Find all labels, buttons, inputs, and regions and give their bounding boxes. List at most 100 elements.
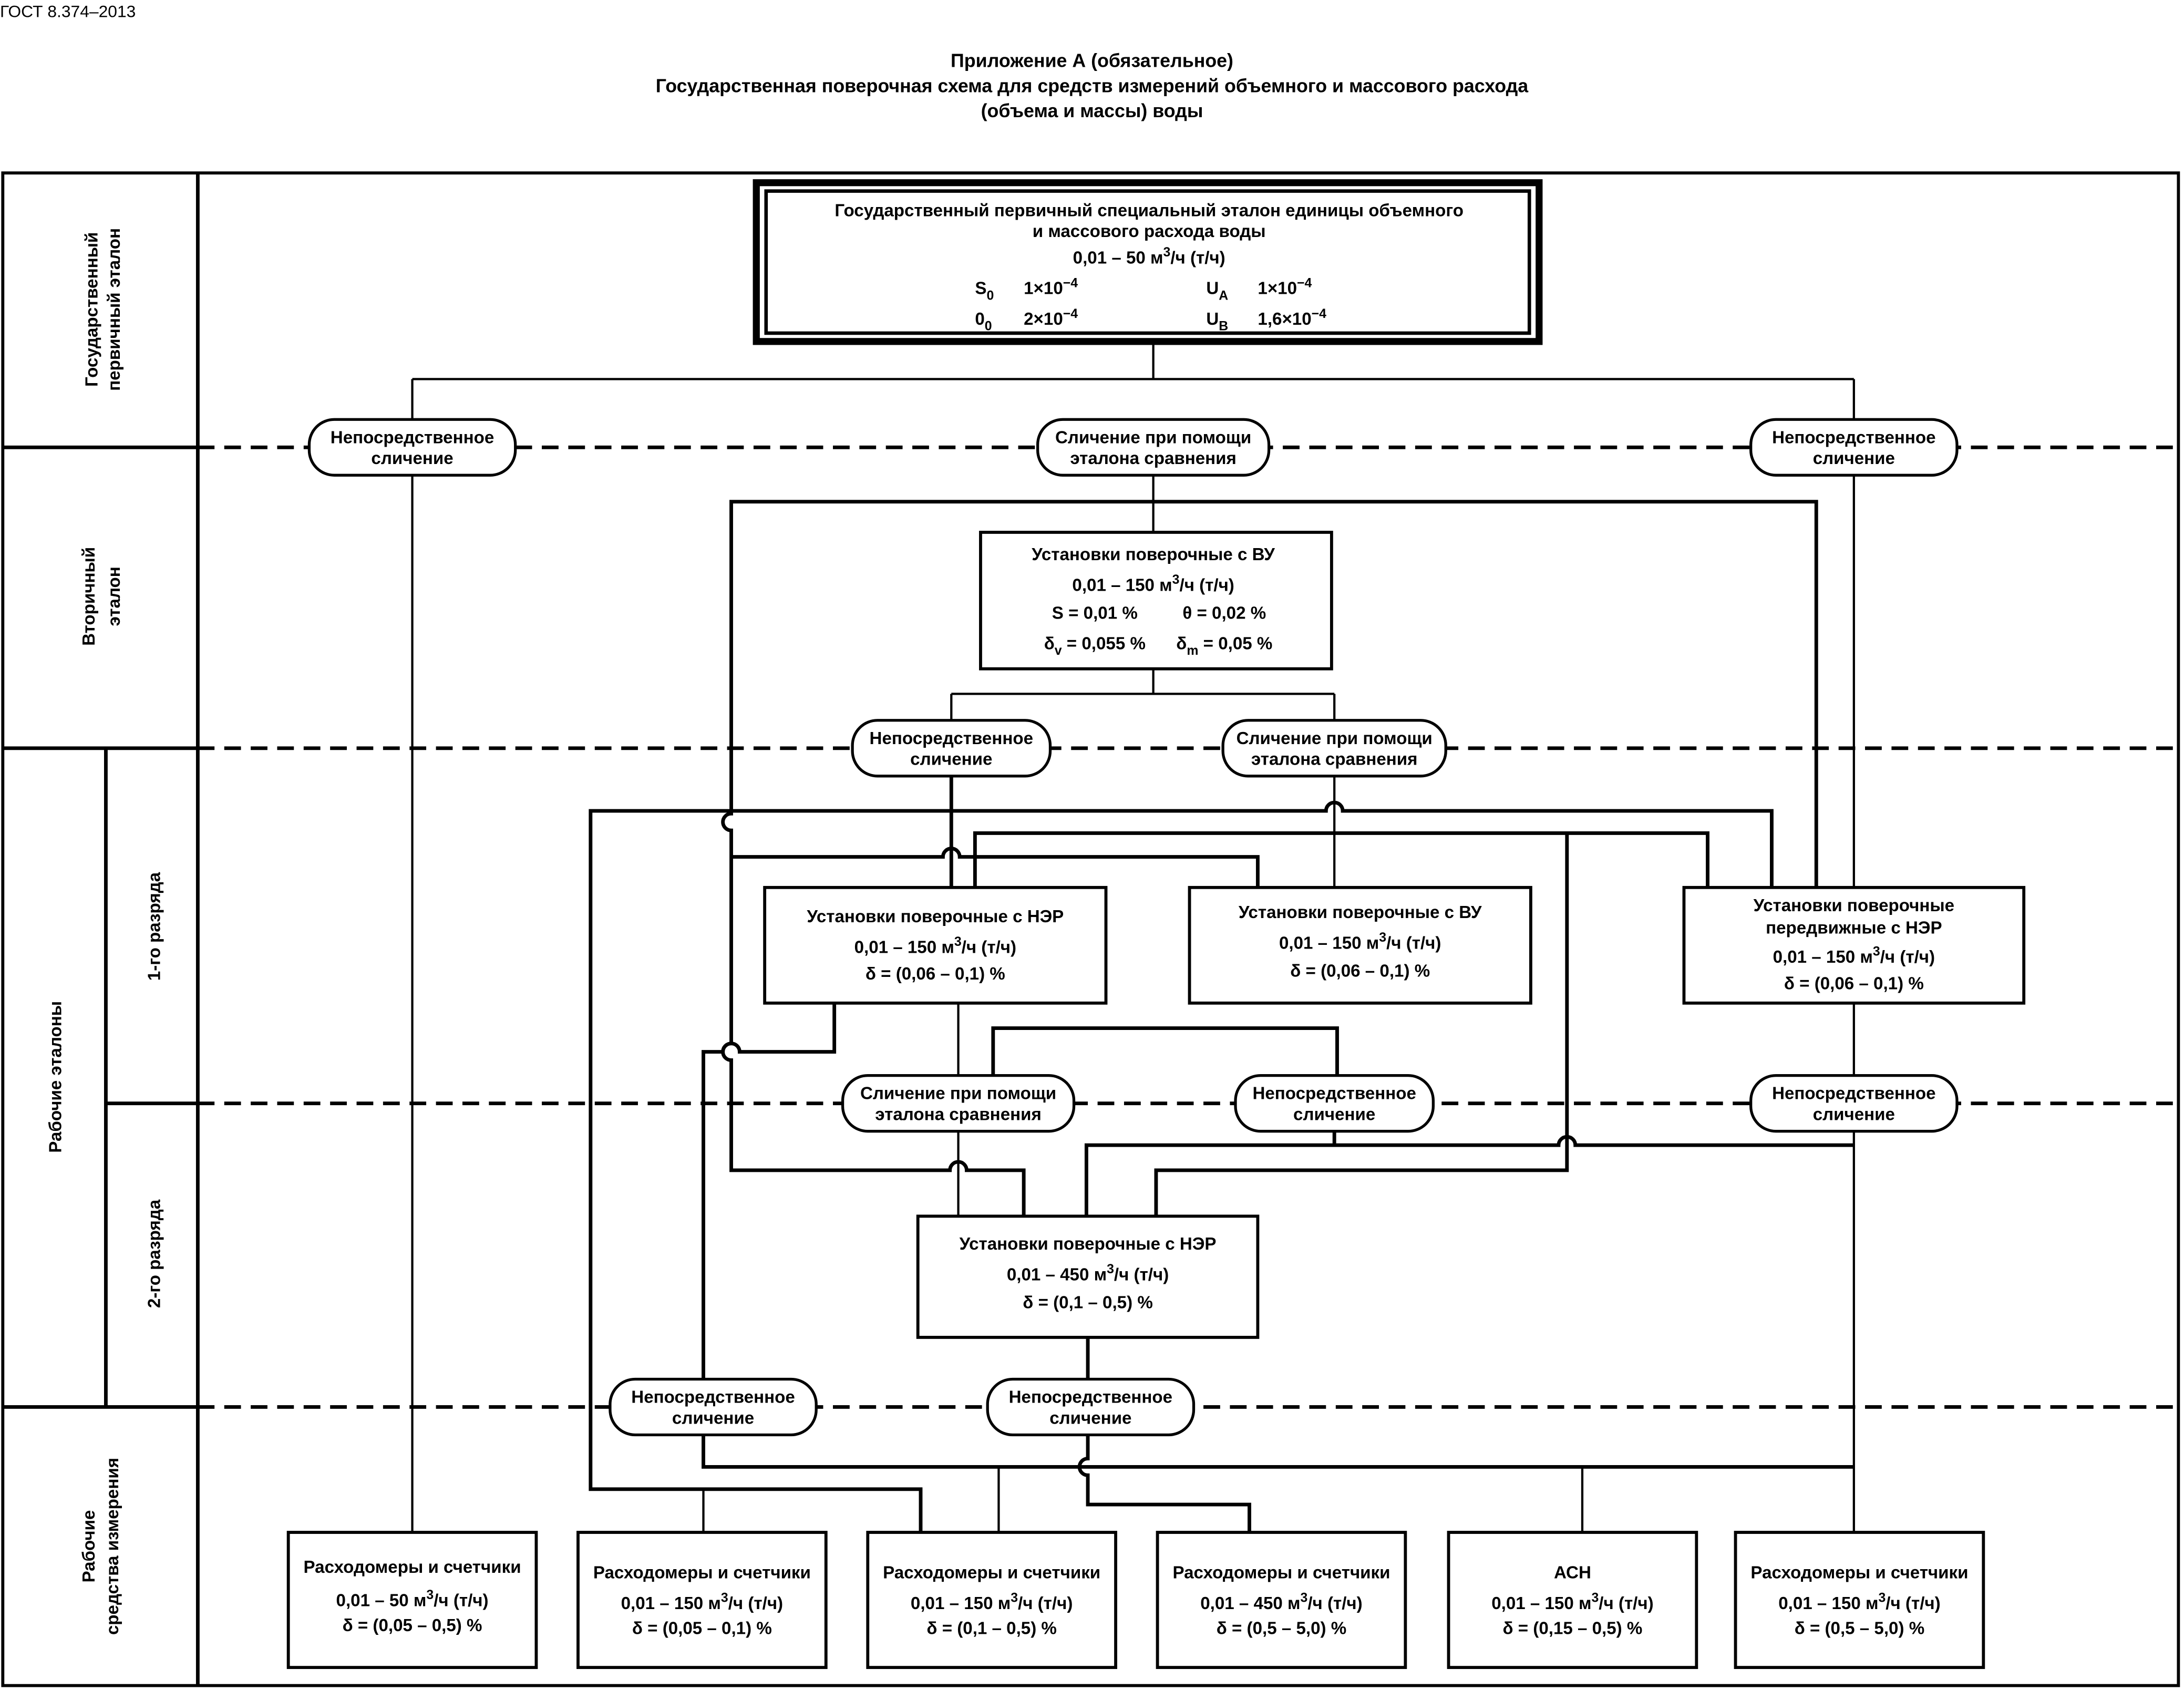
box-border [916, 1214, 1260, 1339]
pill-text: сличение [1813, 1105, 1895, 1124]
box-text-text: δ = (0,05 – 0,1) % [632, 1619, 772, 1639]
box-text-text: δ = (0,5 – 5,0) % [1217, 1619, 1346, 1639]
connector [702, 1435, 1854, 1469]
box-param-sup: −4 [1063, 307, 1078, 321]
box-text-text: АСН [1554, 1563, 1591, 1582]
row-label: первичный эталон [105, 228, 124, 391]
scheme-title-line2: (объема и массы) воды [981, 100, 1203, 121]
row-label: Государственный [82, 232, 101, 387]
pill-border [1749, 418, 1959, 477]
box-param-sub: 0 [986, 288, 994, 303]
box-text: Расходомеры и счетчики [593, 1563, 811, 1582]
box-text-text: 0,01 – 150 м [911, 1594, 1011, 1613]
box-text: 0,01 – 450 м3/ч (т/ч) [1007, 1262, 1169, 1284]
box-text-text: 0,01 – 450 м [1200, 1594, 1300, 1613]
box-text-text: Установки поверочные с НЭР [960, 1234, 1217, 1254]
box-text: 0,01 – 150 м3/ч (т/ч) [911, 1591, 1073, 1613]
connector [950, 668, 1336, 720]
box-text-text: δ = (0,06 – 0,1) % [1784, 974, 1924, 993]
box-text-text: Установки поверочные [1754, 896, 1955, 915]
pill-border [841, 1074, 1076, 1133]
box-param-text: = 0,05 % [1198, 634, 1272, 654]
pill-border [851, 719, 1052, 778]
connector [702, 1467, 1584, 1533]
box-text-sup: 3 [1379, 931, 1386, 945]
box-text: и массового расхода воды [1033, 222, 1266, 241]
box-text-text: Государственный первичный специальный эт… [835, 201, 1464, 220]
table-frame [1, 171, 2180, 1687]
box-text: 0,01 – 150 м3/ч (т/ч) [1491, 1591, 1653, 1613]
box-param-sub: B [1219, 320, 1228, 334]
pill-border [1749, 1074, 1959, 1133]
box-text-text: /ч (т/ч) [1386, 933, 1441, 953]
label-row-dividers [3, 445, 198, 1409]
pill-text: сличение [1293, 1105, 1375, 1124]
box-text: δ = (0,15 – 0,5) % [1502, 1619, 1642, 1639]
pill-text: эталона сравнения [875, 1105, 1042, 1124]
box-param-sup: −4 [1312, 307, 1326, 321]
box-param: 2×10−4 [1024, 307, 1078, 329]
box-param-sub: A [1219, 288, 1228, 303]
box-text-text: 0,01 – 150 м [1072, 575, 1172, 595]
box-text-text: /ч (т/ч) [434, 1591, 488, 1611]
box-text-text: 0,01 – 150 м [1778, 1594, 1878, 1613]
row-label: Рабочие эталоны [46, 1001, 66, 1153]
box-border [1734, 1531, 1985, 1670]
box-param-text: θ = 0,02 % [1182, 603, 1266, 623]
box-text: δ = (0,05 – 0,1) % [632, 1619, 772, 1639]
box-text-text: δ = (0,15 – 0,5) % [1502, 1619, 1642, 1639]
box-text: Установки поверочные с ВУ [1032, 545, 1275, 564]
box-text-text: Установки поверочные с НЭР [807, 907, 1064, 926]
box-text: δ = (0,05 – 0,5) % [343, 1616, 482, 1635]
connector [1077, 1337, 1251, 1533]
box-param: S = 0,01 % [1052, 603, 1138, 623]
box-text: Расходомеры и счетчики [883, 1563, 1100, 1582]
measuring-instrument-box: Расходомеры и счетчики 0,01 – 150 м3/ч (т… [866, 1531, 1117, 1670]
row-label: эталон [105, 566, 124, 626]
box-text: Расходомеры и счетчики [304, 1558, 521, 1577]
box-text-text: δ = (0,05 – 0,5) % [343, 1616, 482, 1635]
box-text-text: 0,01 – 150 м [854, 937, 954, 957]
measuring-instrument-box: Расходомеры и счетчики 0,01 – 450 м3/ч (т… [1156, 1531, 1407, 1670]
box-param: 1×10−4 [1258, 276, 1312, 298]
pill-text: Непосредственное [631, 1388, 795, 1407]
connector [731, 776, 1260, 888]
working-standard-box: Установки поверочные с ВУ0,01 – 150 м3/ч… [1188, 885, 1532, 1005]
measuring-instrument-box: АСН 0,01 – 150 м3/ч (т/ч) δ = (0,15 – 0,5)… [1447, 1531, 1698, 1670]
row-label: 2-го разряда [145, 1199, 164, 1308]
box-param-text: 1×10 [1024, 279, 1063, 298]
box-text-sup: 3 [1107, 1262, 1114, 1276]
row-label: средства измерения [103, 1458, 122, 1635]
box-outer-border [753, 179, 1543, 345]
box-text-text: 0,01 – 150 м [1491, 1594, 1591, 1613]
box-text-sup: 3 [1163, 245, 1171, 260]
pill-text: эталона сравнения [1070, 449, 1237, 468]
box-param-text: U [1206, 279, 1219, 298]
box-text-text: /ч (т/ч) [1170, 248, 1225, 267]
box-param-text: δ [1176, 634, 1187, 654]
pill-text: Непосредственное [331, 428, 495, 447]
box-text-sup: 3 [1873, 945, 1880, 959]
box-text-text: Расходомеры и счетчики [593, 1563, 811, 1582]
box-text-text: 0,01 – 150 м [621, 1594, 721, 1613]
box-text: Установки поверочные с ВУ [1239, 903, 1482, 922]
box-text: δ = (0,06 – 0,1) % [866, 964, 1005, 984]
box-text: δ = (0,1 – 0,5) % [926, 1619, 1056, 1639]
box-text: 0,01 – 450 м3/ч (т/ч) [1200, 1591, 1362, 1613]
box-param-text: S = 0,01 % [1052, 603, 1138, 623]
pill-text: сличение [1813, 449, 1895, 468]
box-text: Расходомеры и счетчики [1172, 1563, 1390, 1582]
pill-text: Непосредственное [870, 729, 1034, 748]
box-text: 0,01 – 150 м3/ч (т/ч) [1778, 1591, 1940, 1613]
box-border [286, 1531, 538, 1670]
box-param-sub: m [1187, 644, 1198, 658]
box-text-text: /ч (т/ч) [1886, 1594, 1940, 1613]
box-param-sup: −4 [1063, 276, 1078, 290]
box-text-text: δ = (0,5 – 5,0) % [1795, 1619, 1924, 1639]
